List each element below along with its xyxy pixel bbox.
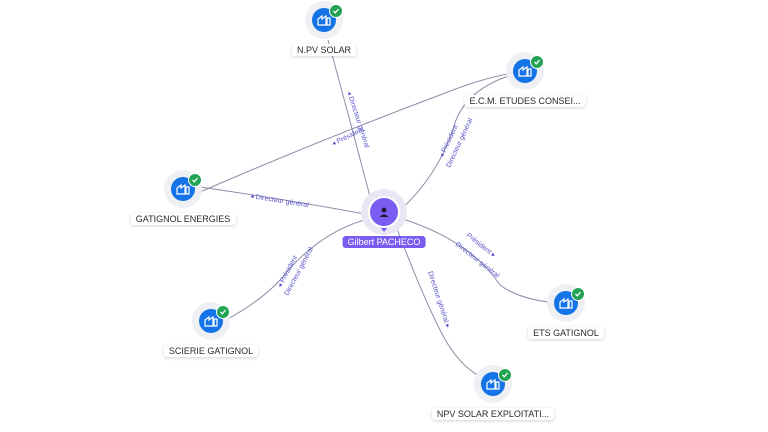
verified-check-icon xyxy=(571,287,585,301)
verified-check-icon xyxy=(530,55,544,69)
company-name[interactable]: N.PV SOLAR xyxy=(291,44,357,56)
company-name[interactable]: GATIGNOL ENERGIES xyxy=(130,213,236,225)
verified-check-icon xyxy=(329,4,343,18)
company-name[interactable]: SCIERIE GATIGNOL xyxy=(163,345,259,357)
company-name[interactable]: NPV SOLAR EXPLOITATI... xyxy=(431,408,555,420)
edge-label-npv-exploit-dg: Directeur général ▸ xyxy=(426,270,451,329)
edge-label-gatignol-energies-dg: ◂ Directeur général xyxy=(250,193,310,209)
pin-tip xyxy=(378,224,390,232)
company-name[interactable]: ETS GATIGNOL xyxy=(528,327,604,339)
edge-npv-solar xyxy=(327,39,375,213)
company-name[interactable]: E.C.M. ETUDES CONSEI... xyxy=(464,95,586,107)
verified-check-icon xyxy=(216,305,230,319)
verified-check-icon xyxy=(188,173,202,187)
person-icon xyxy=(368,196,400,228)
verified-check-icon xyxy=(498,368,512,382)
person-name[interactable]: Gilbert PACHECO xyxy=(342,236,426,248)
